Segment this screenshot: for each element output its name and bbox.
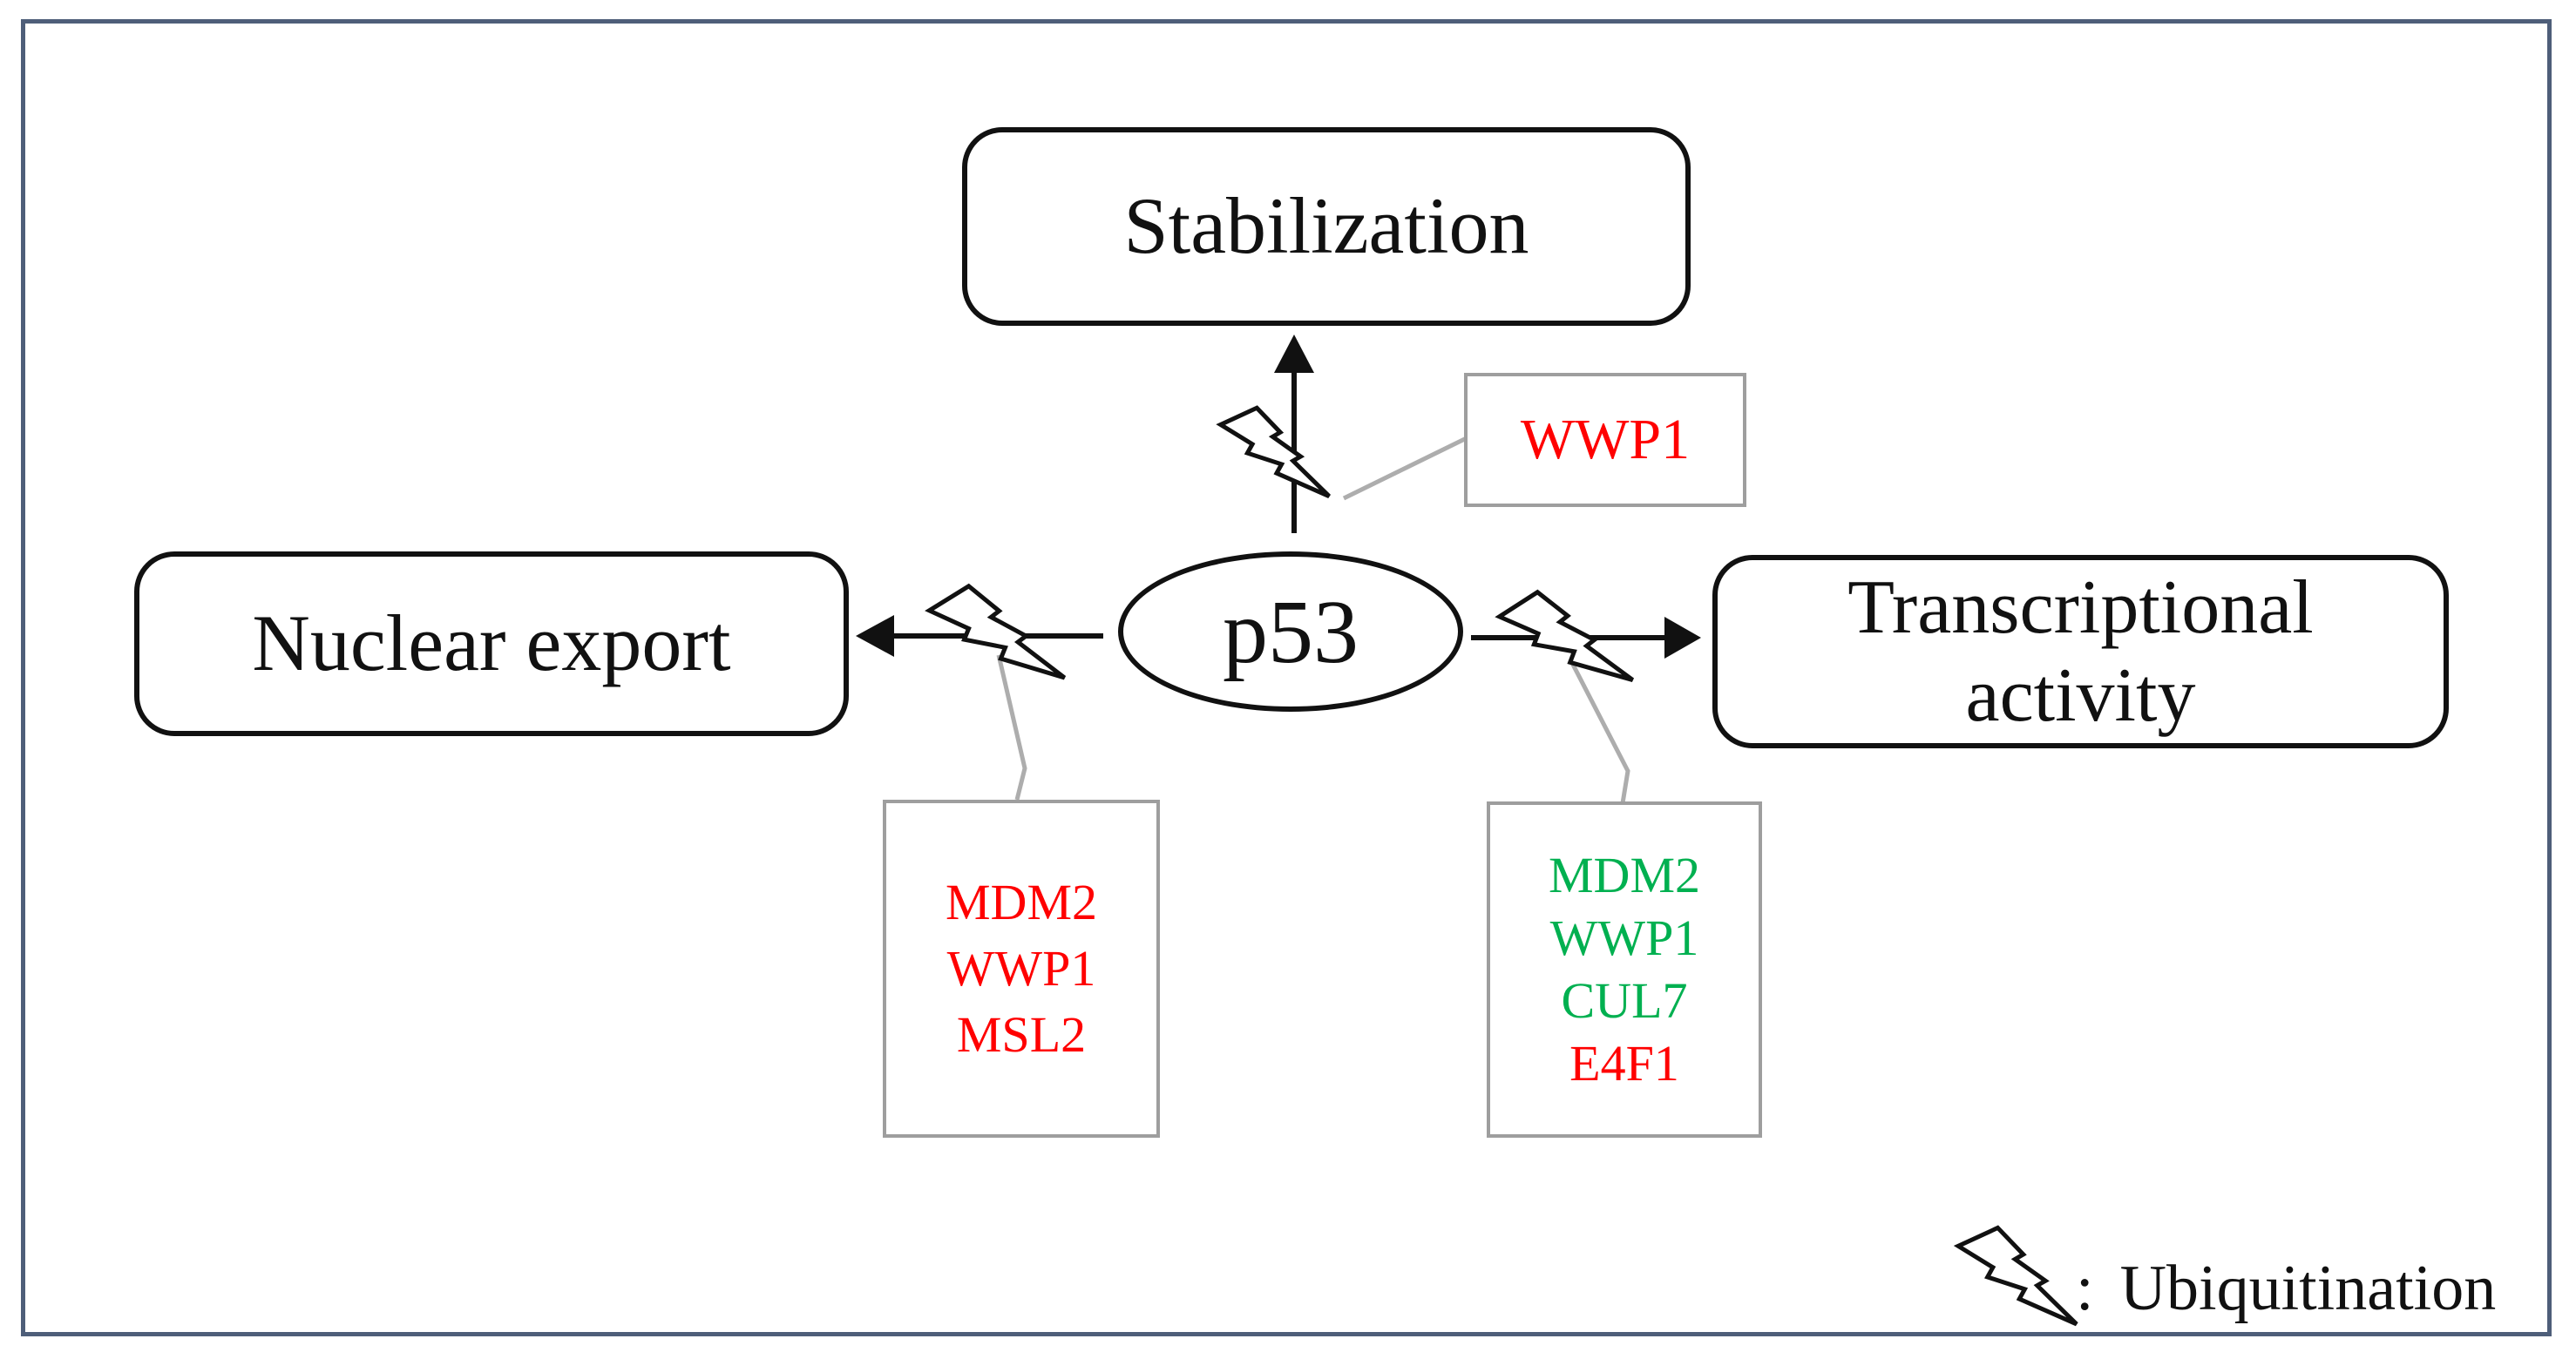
arrow-right-head: [1664, 617, 1701, 659]
gene-label: WWP1: [946, 940, 1096, 997]
outer-border: [21, 19, 2552, 1336]
node-stabilization: Stabilization: [962, 127, 1691, 326]
legend-separator: :: [2076, 1252, 2094, 1324]
gene-label: WWP1: [1520, 408, 1691, 471]
gene-label: WWP1: [1549, 909, 1699, 966]
gene-label: MDM2: [945, 874, 1098, 930]
connector-stabilization-callout: [1342, 429, 1481, 501]
gene-label: E4F1: [1569, 1035, 1679, 1092]
gene-label: CUL7: [1561, 972, 1688, 1029]
legend-label: Ubiquitination: [2119, 1252, 2497, 1324]
lightning-bolt-icon-nuclear: [925, 568, 1064, 707]
node-p53: p53: [1118, 551, 1463, 712]
node-transcriptional-activity-label: Transcriptional activity: [1847, 565, 2314, 738]
arrow-up-head: [1274, 335, 1314, 373]
node-nuclear-export: Nuclear export: [134, 551, 849, 736]
nuclear-export-regulators-box: MDM2 WWP1 MSL2: [883, 800, 1160, 1138]
arrow-left-head: [856, 615, 894, 657]
gene-label: MDM2: [1548, 847, 1701, 903]
lightning-bolt-icon-transcriptional: [1495, 573, 1632, 710]
connector-transcriptional-callout: [1568, 658, 1630, 804]
node-nuclear-export-label: Nuclear export: [252, 598, 731, 688]
node-stabilization-label: Stabilization: [1123, 181, 1529, 271]
node-p53-label: p53: [1223, 581, 1359, 682]
lightning-bolt-icon-stabilization: [1219, 400, 1329, 510]
transcriptional-regulators-box: MDM2 WWP1 CUL7 E4F1: [1487, 801, 1762, 1138]
lightning-bolt-icon-legend: [1956, 1219, 2077, 1339]
legend: : Ubiquitination: [2076, 1244, 2496, 1333]
stabilization-regulators-box: WWP1: [1464, 373, 1746, 507]
node-transcriptional-activity: Transcriptional activity: [1712, 555, 2449, 748]
gene-label: MSL2: [956, 1006, 1087, 1063]
connector-nuclear-callout: [996, 654, 1027, 801]
